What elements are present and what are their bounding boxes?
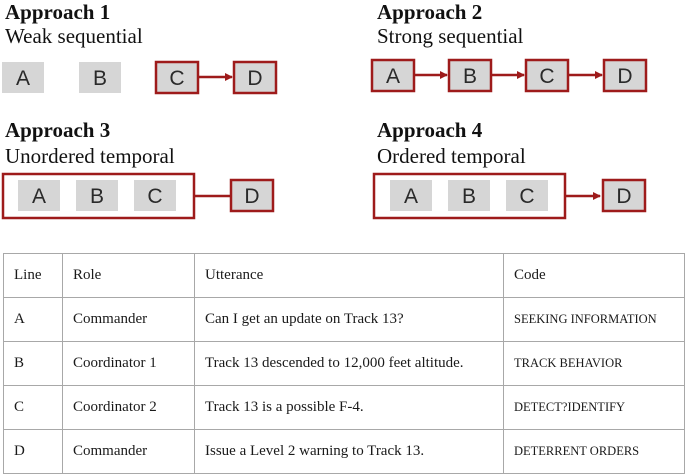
cell-utterance: Can I get an update on Track 13? <box>194 297 504 342</box>
approach-1-box-d-label: D <box>247 67 262 90</box>
approach-4-box-b <box>448 180 490 211</box>
approach-3-box-c-label: C <box>147 185 162 208</box>
approach-2-subtitle: Strong sequential <box>377 24 524 48</box>
cell-code: DETERRENT ORDERS <box>503 429 685 474</box>
approach-1-box-a <box>2 62 44 93</box>
cell-utterance: Issue a Level 2 warning to Track 13. <box>194 429 504 474</box>
header-utterance: Utterance <box>194 253 504 298</box>
approach-4-box-a-label: A <box>404 185 418 208</box>
approach-3-subtitle: Unordered temporal <box>5 144 175 168</box>
cell-line: C <box>3 385 63 430</box>
cell-role: Commander <box>62 429 195 474</box>
approach-3-title: Approach 3 <box>5 118 110 142</box>
approach-3-box-a-label: A <box>32 185 46 208</box>
approach-1-box-c-label: C <box>169 67 184 90</box>
cell-utterance: Track 13 is a possible F-4. <box>194 385 504 430</box>
approach-4-box-a <box>390 180 432 211</box>
approach-3-box-c <box>134 180 176 211</box>
cell-role: Coordinator 2 <box>62 385 195 430</box>
approach-3-box-b <box>76 180 118 211</box>
approach-4-title: Approach 4 <box>377 118 483 142</box>
approach-4-box-d-label: D <box>616 185 631 208</box>
header-line: Line <box>3 253 63 298</box>
approach-4-box-c-label: C <box>519 185 534 208</box>
cell-line: B <box>3 341 63 386</box>
approach-2-title: Approach 2 <box>377 0 482 24</box>
approach-2-box-d <box>602 58 648 93</box>
cell-role: Coordinator 1 <box>62 341 195 386</box>
cell-line: D <box>3 429 63 474</box>
approach-1-box-a-label: A <box>16 67 30 90</box>
approach-4-subtitle: Ordered temporal <box>377 144 526 168</box>
table-row: C Coordinator 2 Track 13 is a possible F… <box>3 385 685 430</box>
table-row: A Commander Can I get an update on Track… <box>3 297 685 342</box>
approach-2: Approach 2 Strong sequential A B C D <box>370 0 648 93</box>
approach-2-box-d-label: D <box>617 65 632 88</box>
approach-1-subtitle: Weak sequential <box>5 24 143 48</box>
approach-2-box-a <box>370 58 416 93</box>
approach-2-box-c <box>524 58 570 93</box>
approach-1-box-c <box>154 60 200 95</box>
cell-utterance: Track 13 descended to 12,000 feet altitu… <box>194 341 504 386</box>
table-row: D Commander Issue a Level 2 warning to T… <box>3 429 685 474</box>
cell-line: A <box>3 297 63 342</box>
approach-4: Approach 4 Ordered temporal A B C D <box>372 118 647 220</box>
cell-role: Commander <box>62 297 195 342</box>
approaches-diagram: Approach 1 Weak sequential A B C D Appro… <box>1 0 648 220</box>
approach-3-box-d-label: D <box>244 185 259 208</box>
approach-1-box-b-label: B <box>93 67 107 90</box>
approach-4-box-c <box>506 180 548 211</box>
approach-3-box-d <box>229 178 275 213</box>
header-role: Role <box>62 253 195 298</box>
approach-4-box-d <box>601 178 647 213</box>
approach-2-box-b-label: B <box>463 65 477 88</box>
cell-code: TRACK BEHAVIOR <box>503 341 685 386</box>
cell-code: SEEKING INFORMATION <box>503 297 685 342</box>
table-row: B Coordinator 1 Track 13 descended to 12… <box>3 341 685 386</box>
approach-1-box-d <box>232 60 278 95</box>
approach-1-box-b <box>79 62 121 93</box>
approach-3-box-b-label: B <box>90 185 104 208</box>
approach-4-box-b-label: B <box>462 185 476 208</box>
approach-1-title: Approach 1 <box>5 0 110 24</box>
header-code: Code <box>503 253 685 298</box>
utterance-table: Line Role Utterance Code A Commander Can… <box>3 253 685 474</box>
approach-1: Approach 1 Weak sequential A B C D <box>2 0 278 95</box>
approach-3-box-a <box>18 180 60 211</box>
approach-2-box-c-label: C <box>539 65 554 88</box>
approach-2-box-b <box>447 58 493 93</box>
table-header-row: Line Role Utterance Code <box>3 253 685 298</box>
cell-code: DETECT?IDENTIFY <box>503 385 685 430</box>
approach-3: Approach 3 Unordered temporal A B C D <box>1 118 275 220</box>
approach-2-box-a-label: A <box>386 65 400 88</box>
